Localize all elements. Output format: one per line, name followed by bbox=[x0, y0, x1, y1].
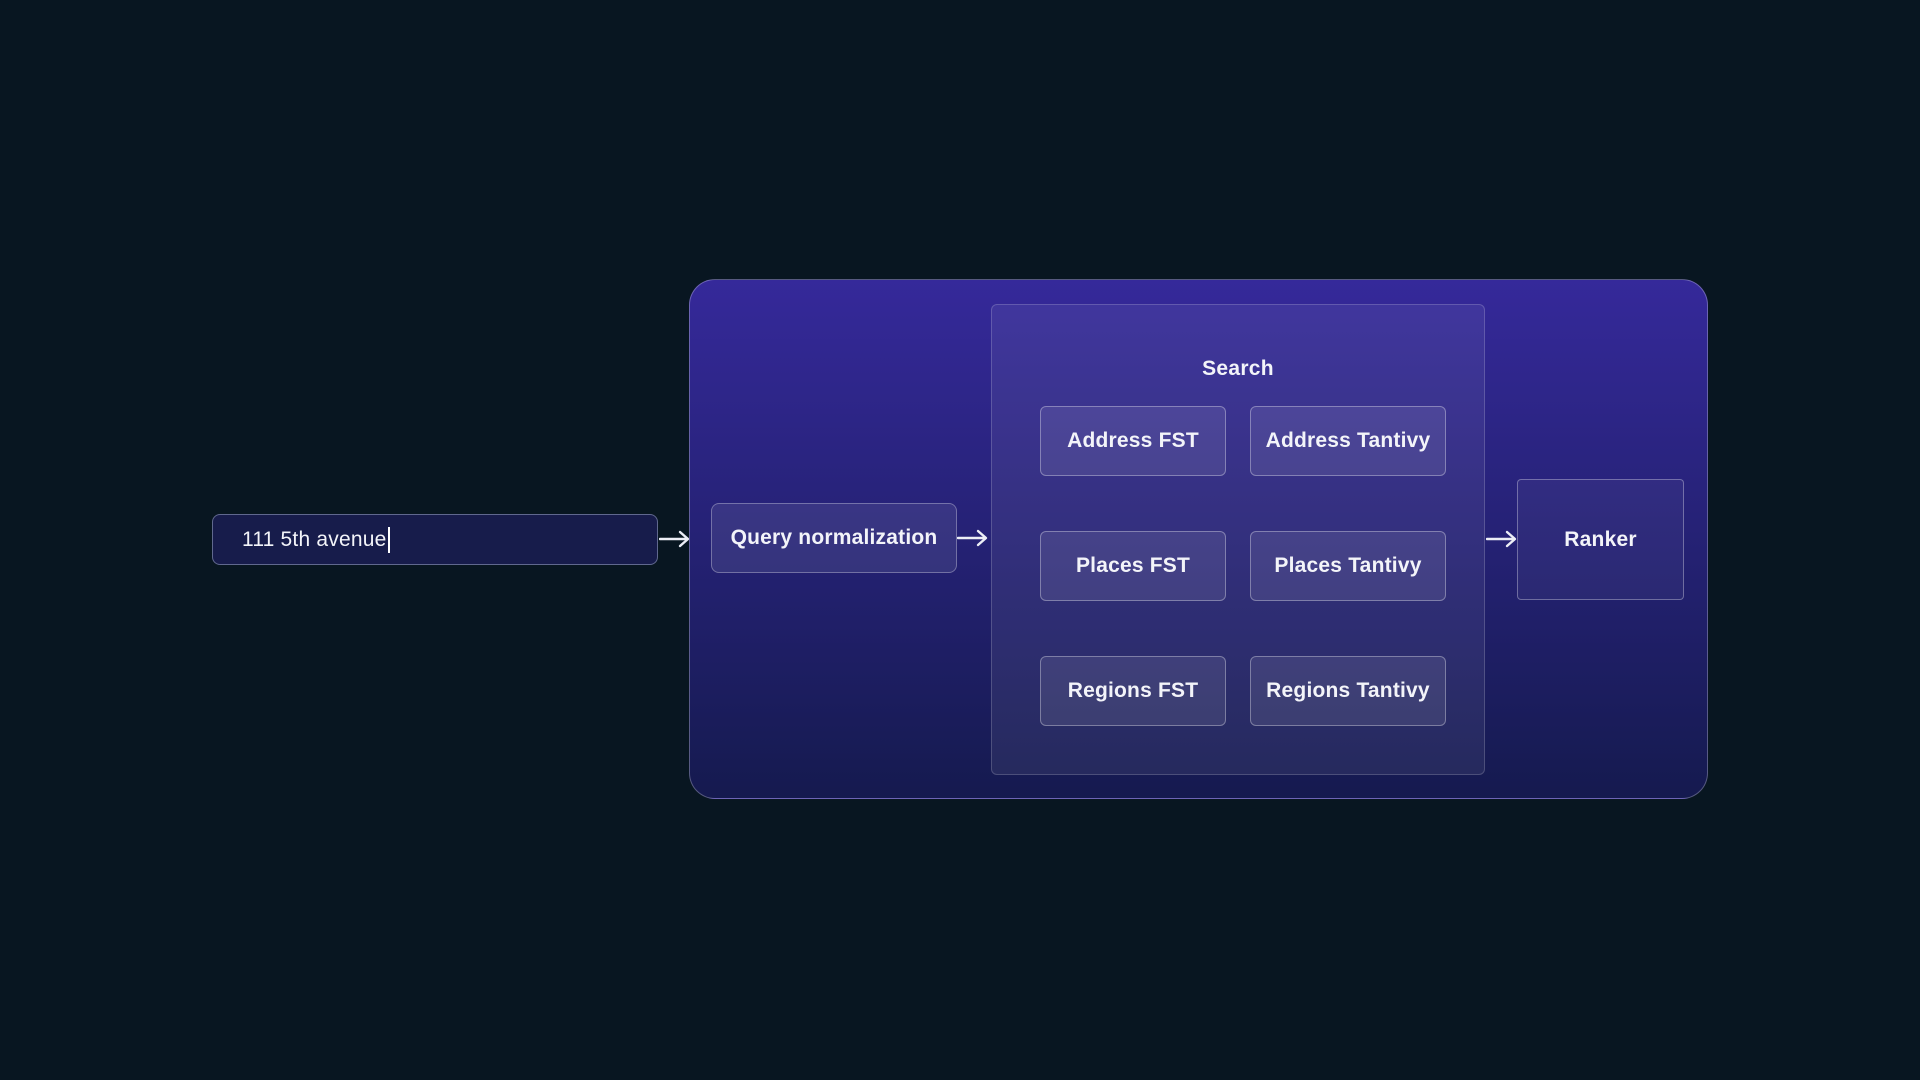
node-label: Regions FST bbox=[1067, 679, 1199, 702]
node-label: Places Tantivy bbox=[1274, 554, 1422, 577]
node-label: Ranker bbox=[1564, 527, 1637, 551]
arrow-right-icon bbox=[1486, 530, 1517, 548]
node-label: Address Tantivy bbox=[1265, 429, 1431, 452]
node-address-tantivy[interactable]: Address Tantivy bbox=[1250, 406, 1446, 476]
node-label: Places FST bbox=[1075, 554, 1191, 577]
arrow-right-icon bbox=[659, 530, 690, 548]
node-regions-tantivy[interactable]: Regions Tantivy bbox=[1250, 656, 1446, 726]
node-label: Query normalization bbox=[730, 526, 938, 549]
node-label: Address FST bbox=[1067, 429, 1199, 452]
query-input[interactable]: 111 5th avenue bbox=[212, 514, 658, 565]
node-address-fst[interactable]: Address FST bbox=[1040, 406, 1226, 476]
node-places-fst[interactable]: Places FST bbox=[1040, 531, 1226, 601]
node-places-tantivy[interactable]: Places Tantivy bbox=[1250, 531, 1446, 601]
node-query-normalization[interactable]: Query normalization bbox=[711, 503, 957, 573]
node-label: Regions Tantivy bbox=[1266, 679, 1430, 702]
search-group: Search Address FST Address Tantivy Place… bbox=[991, 304, 1485, 775]
pipeline-panel bbox=[689, 279, 1708, 799]
node-regions-fst[interactable]: Regions FST bbox=[1040, 656, 1226, 726]
text-caret-icon bbox=[388, 526, 391, 553]
node-ranker[interactable]: Ranker bbox=[1517, 479, 1684, 600]
arrow-right-icon bbox=[957, 529, 988, 547]
search-group-title: Search bbox=[1202, 357, 1274, 380]
query-input-value: 111 5th avenue bbox=[242, 527, 387, 551]
